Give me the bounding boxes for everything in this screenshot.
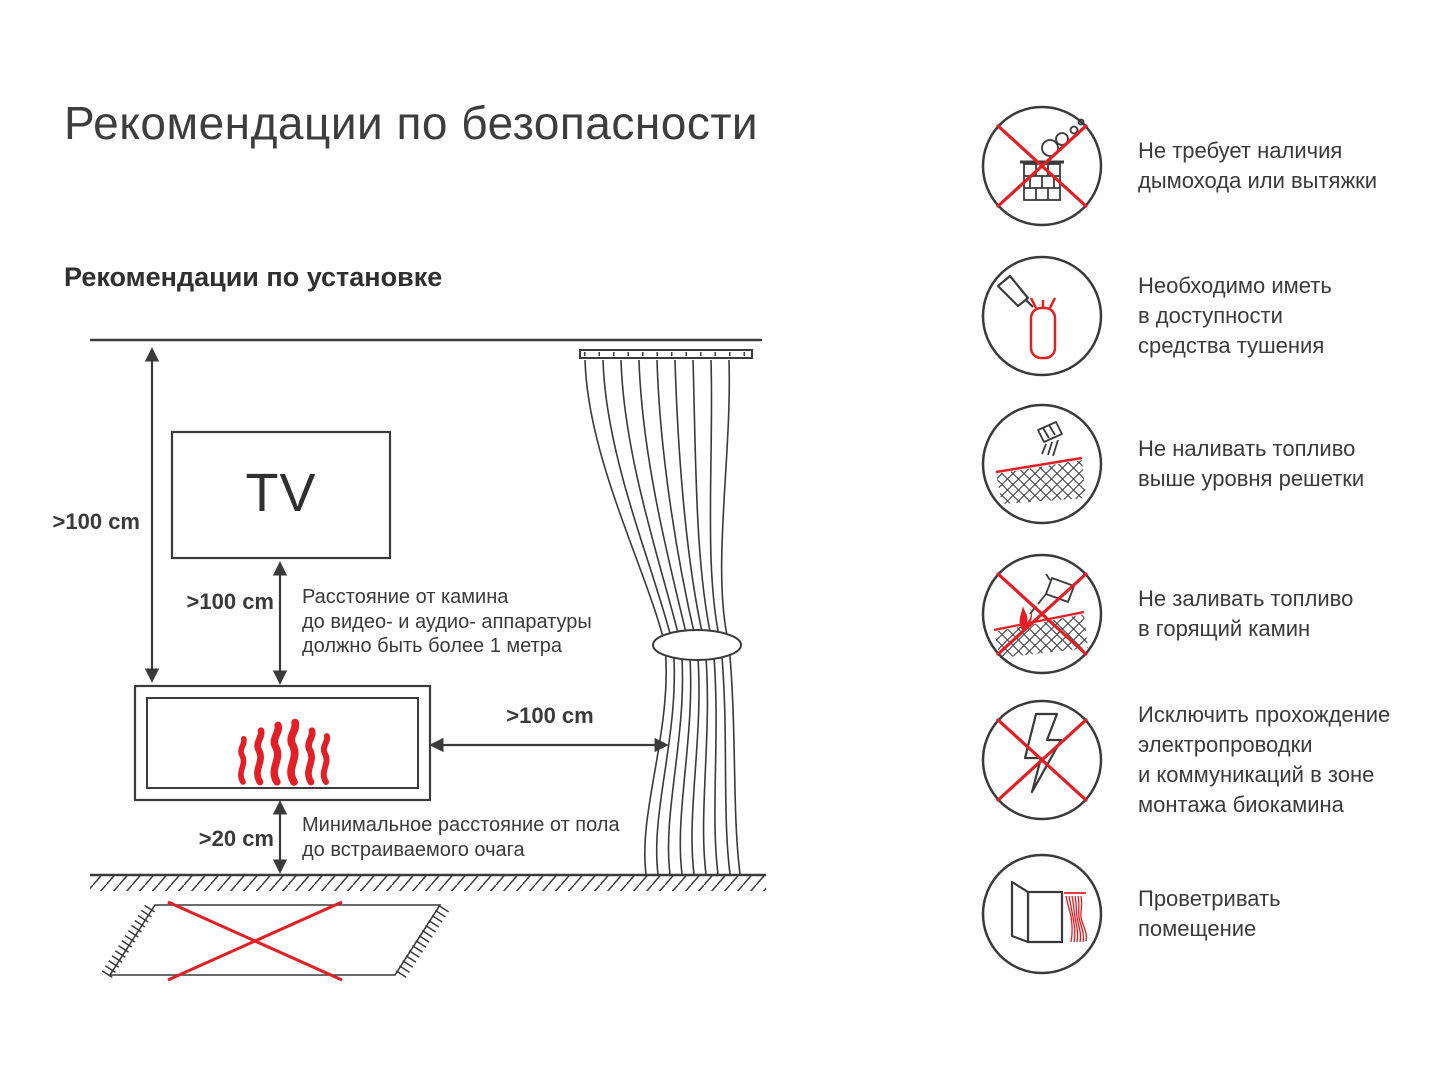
distance-label-tv: >100 cm: [186, 589, 274, 614]
distance-label-curtain: >100 cm: [506, 703, 594, 728]
distance-label-floor: >20 cm: [198, 826, 274, 851]
safety-item: Не заливать топливо в горящий камин: [980, 552, 1440, 676]
safety-caption: Необходимо иметь в доступности средства …: [1138, 273, 1332, 358]
ventilation-icon: [980, 852, 1104, 976]
section-title: Рекомендации по установке: [64, 262, 443, 292]
fuel-level-icon: [980, 402, 1104, 526]
note-floor-distance: Минимальное расстояние от пола до встраи…: [302, 814, 620, 861]
note-tv-distance: Расстояние от камина до видео- и аудио- …: [302, 586, 592, 657]
distance-label-ceiling: >100 cm: [52, 509, 140, 534]
safety-item: Не требует наличия дымохода или вытяжки: [980, 104, 1440, 228]
curtain: [579, 349, 753, 875]
no-wiring-icon: [980, 698, 1104, 822]
curtain-tieback: [652, 629, 742, 661]
safety-caption: Не заливать топливо в горящий камин: [1138, 586, 1354, 641]
safety-item: Проветривать помещение: [980, 852, 1440, 976]
no-chimney-icon: [980, 104, 1104, 228]
safety-caption: Исключить прохождение электропроводки и …: [1138, 702, 1391, 817]
rug-crossed-out: [100, 900, 450, 982]
tv-outline: [170, 430, 392, 560]
floor-hatching: [90, 876, 766, 891]
installation-diagram-graphic: [90, 338, 766, 982]
no-refueling-flame-icon: [980, 552, 1104, 676]
safety-caption: Проветривать помещение: [1138, 886, 1281, 941]
safety-item: Необходимо иметь в доступности средства …: [980, 254, 1440, 378]
tv-label: TV: [245, 463, 317, 523]
safety-caption: Не наливать топливо выше уровня решетки: [1138, 436, 1365, 491]
page-title: Рекомендации по безопасности: [64, 97, 759, 149]
safety-caption: Не требует наличия дымохода или вытяжки: [1138, 138, 1378, 193]
safety-item: Не наливать топливо выше уровня решетки: [980, 402, 1440, 526]
rug-cross-line: [167, 900, 343, 982]
fireplace-inner: [146, 697, 419, 789]
fire-extinguisher-icon: [980, 254, 1104, 378]
safety-item: Исключить прохождение электропроводки и …: [980, 698, 1440, 822]
